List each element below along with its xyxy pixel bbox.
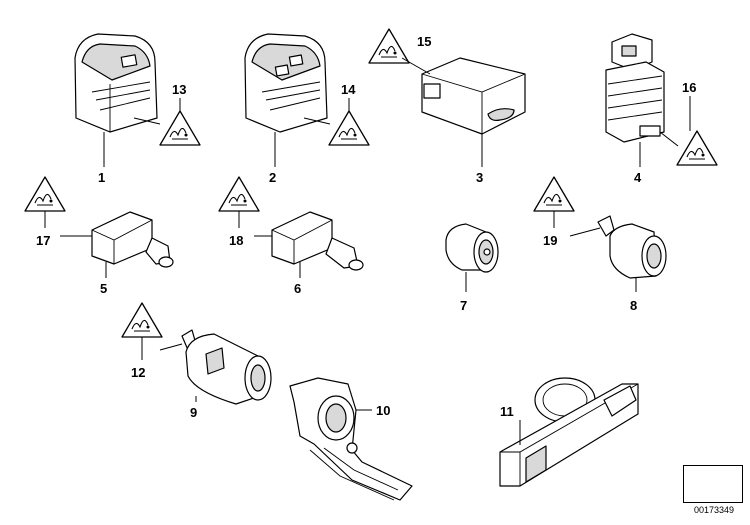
part-10-holder (289, 377, 413, 501)
part-6-switch (271, 211, 364, 271)
part-number-16: 16 (682, 80, 696, 95)
part-9-lighter (181, 329, 272, 405)
part-number-17: 17 (36, 233, 50, 248)
part-number-2: 2 (269, 170, 276, 185)
part-number-7: 7 (460, 298, 467, 313)
part-number-11: 11 (500, 404, 514, 419)
part-4-relay (605, 33, 665, 143)
electrostatic-warning-icon (328, 110, 370, 146)
part-2-switch (244, 33, 328, 133)
reference-number: 00173349 (693, 505, 735, 515)
part-5-switch (91, 211, 174, 268)
part-number-19: 19 (543, 233, 557, 248)
part-7-socket (445, 223, 499, 273)
part-number-15: 15 (417, 34, 431, 49)
part-number-9: 9 (190, 405, 197, 420)
electrostatic-warning-icon (533, 176, 575, 212)
part-number-1: 1 (98, 170, 105, 185)
part-11-module (499, 377, 639, 487)
part-number-10: 10 (376, 403, 390, 418)
electrostatic-warning-icon (159, 110, 201, 146)
part-1-switch (74, 33, 158, 133)
part-number-4: 4 (634, 170, 642, 185)
part-number-13: 13 (172, 82, 186, 97)
part-number-12: 12 (131, 365, 145, 380)
electrostatic-warning-icon (676, 130, 718, 166)
electrostatic-warning-icon (368, 28, 410, 64)
electrostatic-warning-icon (24, 176, 66, 212)
part-number-18: 18 (229, 233, 243, 248)
reference-box (683, 465, 743, 503)
electrostatic-warning-icon (218, 176, 260, 212)
part-3-module (421, 57, 526, 135)
part-number-14: 14 (341, 82, 356, 97)
part-number-8: 8 (630, 298, 637, 313)
part-number-5: 5 (100, 281, 107, 296)
part-8-socket (597, 215, 667, 279)
part-number-6: 6 (294, 281, 301, 296)
part-number-3: 3 (476, 170, 483, 185)
electrostatic-warning-icon (121, 302, 163, 338)
